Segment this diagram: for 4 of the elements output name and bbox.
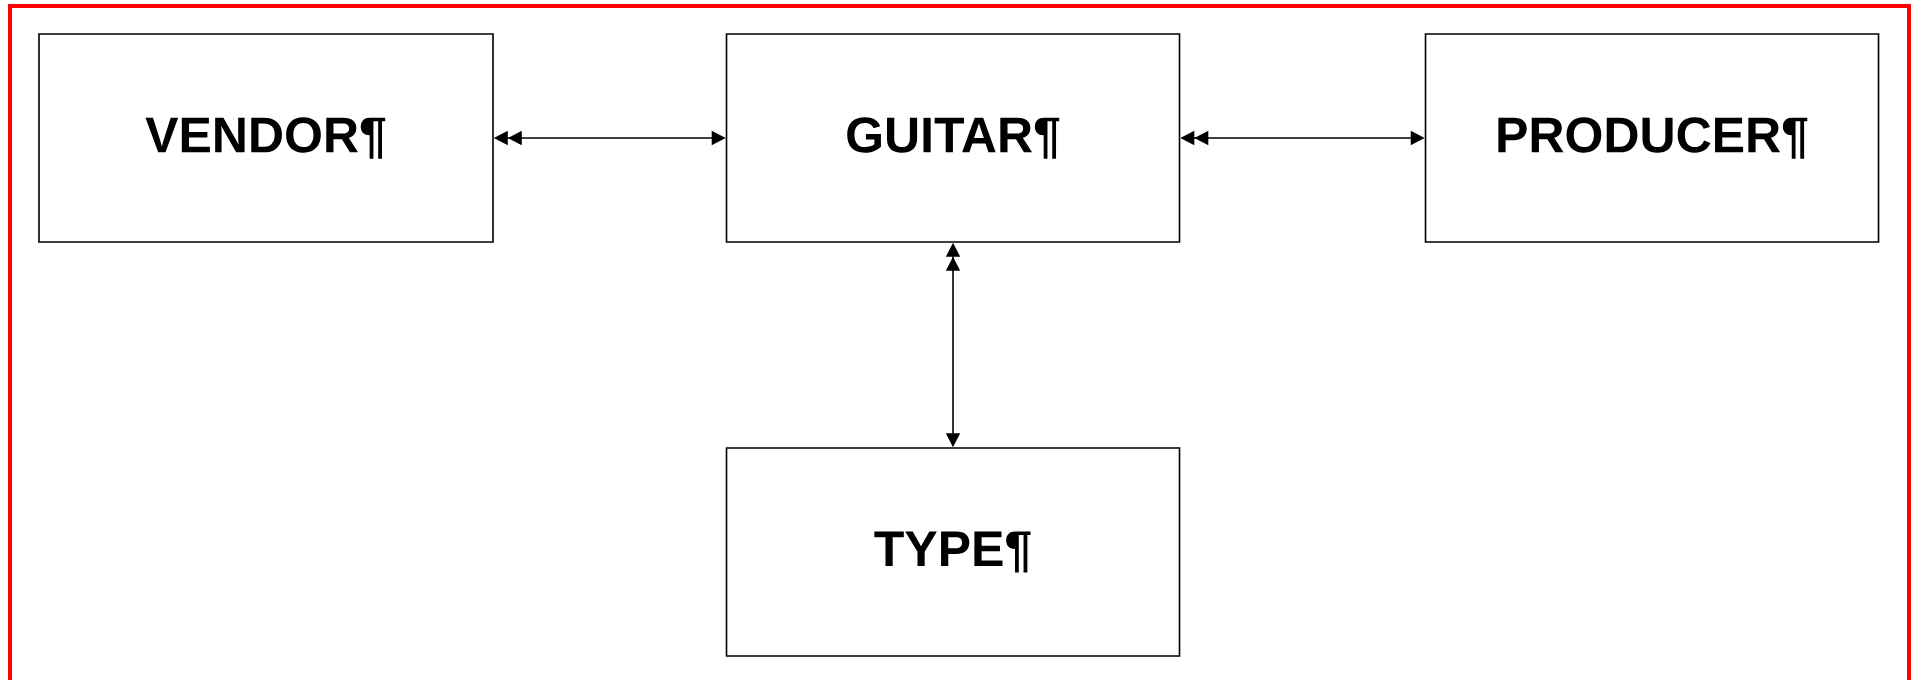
entity-box: PRODUCER¶	[1424, 33, 1880, 243]
entity-box: VENDOR¶	[38, 33, 494, 243]
entity-box: GUITAR¶	[725, 33, 1181, 243]
entity-box: TYPE¶	[725, 447, 1181, 657]
